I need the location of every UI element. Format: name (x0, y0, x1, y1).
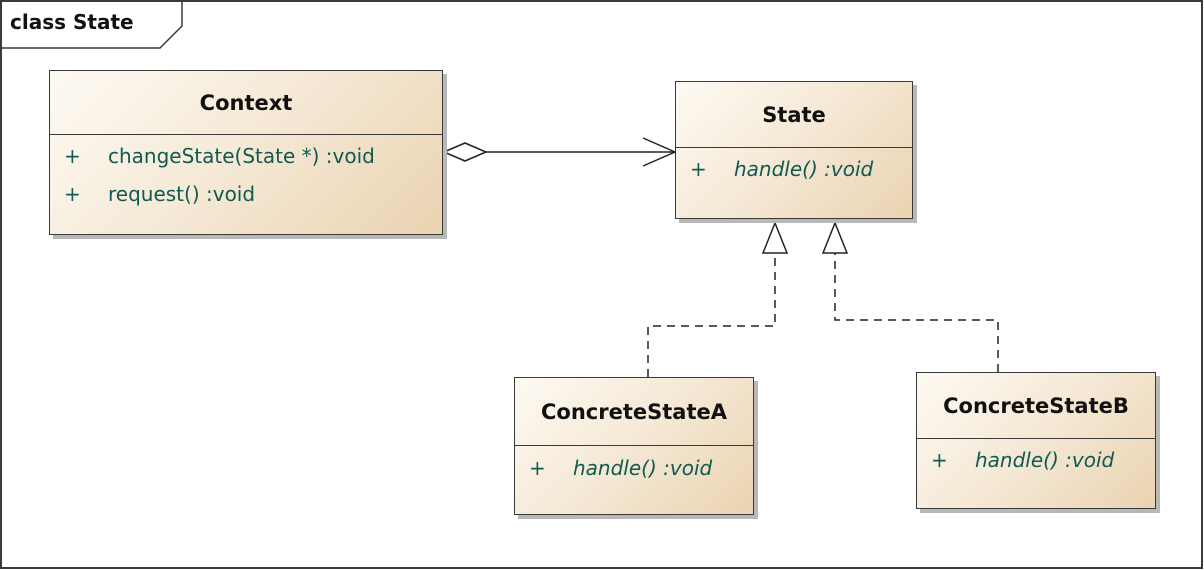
frame-tab (1, 1, 183, 49)
operations-compartment: + handle() :void (917, 439, 1155, 479)
operations-compartment: + handle() :void (676, 148, 912, 188)
aggregation-context-state (442, 137, 677, 167)
operation[interactable]: + handle() :void (676, 150, 912, 188)
operations-compartment: + changeState(State *) :void + request()… (50, 135, 442, 213)
visibility-public: + (64, 182, 81, 206)
frame-label: class State (10, 10, 134, 34)
visibility-public: + (529, 456, 546, 480)
class-concrete-state-a[interactable]: ConcreteStateA + handle() :void (514, 377, 754, 515)
operation[interactable]: + request() :void (50, 175, 442, 213)
realization-line-b (834, 253, 999, 372)
visibility-public: + (690, 157, 707, 181)
operation[interactable]: + changeState(State *) :void (50, 137, 442, 175)
aggregation-diamond (442, 142, 488, 162)
realization-triangle-a (761, 220, 789, 254)
operation[interactable]: + handle() :void (515, 448, 753, 488)
operation-signature: changeState(State *) :void (108, 144, 375, 168)
class-name: ConcreteStateA (515, 378, 753, 446)
realization-a-state (647, 220, 789, 377)
operation-signature: handle() :void (573, 456, 713, 480)
operation[interactable]: + handle() :void (917, 441, 1155, 479)
realization-line-a (647, 253, 776, 377)
operations-compartment: + handle() :void (515, 446, 753, 488)
operation-signature: request() :void (108, 182, 256, 206)
realization-b-state (821, 220, 999, 372)
visibility-public: + (931, 448, 948, 472)
operation-signature: handle() :void (734, 157, 874, 181)
class-state[interactable]: State + handle() :void (675, 81, 913, 219)
class-context[interactable]: Context + changeState(State *) :void + r… (49, 70, 443, 235)
class-name: ConcreteStateB (917, 373, 1155, 439)
operation-signature: handle() :void (975, 448, 1115, 472)
class-concrete-state-b[interactable]: ConcreteStateB + handle() :void (916, 372, 1156, 509)
visibility-public: + (64, 144, 81, 168)
class-name: State (676, 82, 912, 148)
class-name: Context (50, 71, 442, 135)
realization-triangle-b (821, 220, 849, 254)
